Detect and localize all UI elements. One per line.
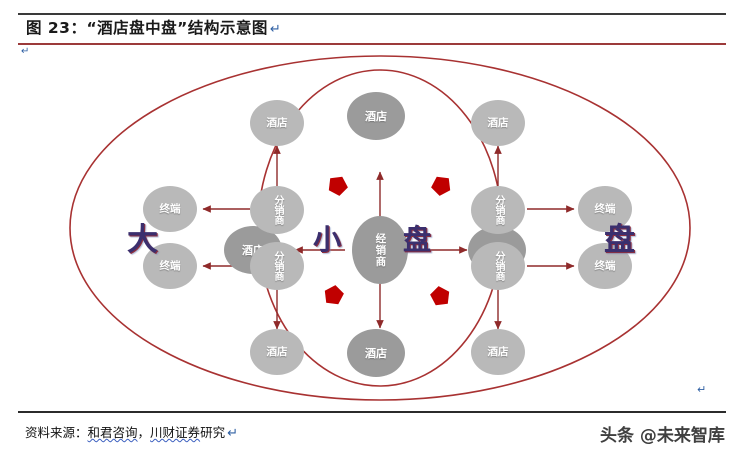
terminal-top-right-label: 终端	[594, 202, 616, 215]
footer-rule	[18, 411, 726, 413]
diagonal-marker-lower-right	[430, 286, 450, 306]
diagonal-marker-upper-right	[431, 176, 451, 196]
source-note: 资料来源：和君咨询，川财证券研究↵	[25, 422, 238, 441]
outer-hotel-top-left-label: 酒店	[266, 116, 288, 129]
distributor-top-right-label: 分销商	[493, 195, 504, 225]
outer-label-right: 盘	[604, 222, 635, 258]
inner-hotel-top[interactable]: 酒店	[347, 92, 405, 140]
outer-hotel-top-left[interactable]: 酒店	[250, 100, 304, 146]
diagonal-marker-upper-left	[328, 176, 348, 196]
inner-hotel-bottom-label: 酒店	[365, 346, 387, 360]
terminal-top-left-label: 终端	[159, 202, 181, 215]
outer-label-left: 大	[127, 222, 158, 258]
distributor-bottom-left-label: 分销商	[272, 251, 283, 281]
terminal-top-left[interactable]: 终端	[143, 186, 197, 232]
paragraph-mark-left: ↵	[21, 46, 30, 57]
diagonal-marker-lower-left	[324, 285, 344, 305]
diagram-canvas: 经销商 酒店 酒店 酒店 酒店 分销商 分销商 分销商 分销商 酒店	[0, 46, 744, 410]
inner-hotel-left-label: 酒店	[242, 243, 264, 257]
page-title: 图 23：“酒店盘中盘”结构示意图↵	[26, 16, 281, 38]
distributor-bottom-right-label: 分销商	[493, 251, 504, 281]
outer-hotel-bottom-left-label: 酒店	[266, 345, 288, 358]
terminal-top-right[interactable]: 终端	[578, 186, 632, 232]
paragraph-mark-right: ↵	[697, 384, 707, 396]
outer-hotel-bottom-left[interactable]: 酒店	[250, 329, 304, 375]
terminal-bottom-right-label: 终端	[594, 259, 616, 272]
outer-hotel-top-right-label: 酒店	[487, 116, 509, 129]
paragraph-mark-title: ↵	[269, 22, 282, 37]
inner-hotel-top-label: 酒店	[365, 109, 387, 123]
watermark: 头条 @未来智库	[600, 426, 725, 446]
distributor-top-left[interactable]: 分销商	[250, 186, 304, 234]
terminal-bottom-left[interactable]: 终端	[143, 243, 197, 289]
inner-label-left: 小	[313, 223, 342, 256]
inner-hotel-bottom[interactable]: 酒店	[347, 329, 405, 377]
title-rule-top	[18, 13, 726, 15]
distributor-bottom-right[interactable]: 分销商	[471, 242, 525, 290]
outer-hotel-bottom-right[interactable]: 酒店	[471, 329, 525, 375]
source-org-a: 和君咨询	[87, 425, 138, 440]
distributor-bottom-left[interactable]: 分销商	[250, 242, 304, 290]
source-org-b: 川财证券	[150, 425, 201, 440]
source-separator: ，	[137, 425, 151, 440]
distributor-top-left-label: 分销商	[272, 195, 283, 225]
inner-label-right: 盘	[403, 223, 432, 256]
center-node-distributor[interactable]: 经销商	[352, 216, 408, 284]
paragraph-mark-source: ↵	[227, 426, 238, 441]
terminal-bottom-right[interactable]: 终端	[578, 243, 632, 289]
source-label: 资料来源：	[25, 425, 88, 440]
center-node-label: 经销商	[374, 232, 387, 268]
outer-hotel-top-right[interactable]: 酒店	[471, 100, 525, 146]
title-rule-bottom	[18, 43, 726, 45]
terminal-bottom-left-label: 终端	[159, 259, 181, 272]
outer-hotel-bottom-right-label: 酒店	[487, 345, 509, 358]
figure-title-text: 图 23：“酒店盘中盘”结构示意图	[26, 19, 268, 37]
source-tail: 研究	[200, 425, 226, 440]
distributor-top-right[interactable]: 分销商	[471, 186, 525, 234]
outer-ellipse	[69, 55, 691, 401]
